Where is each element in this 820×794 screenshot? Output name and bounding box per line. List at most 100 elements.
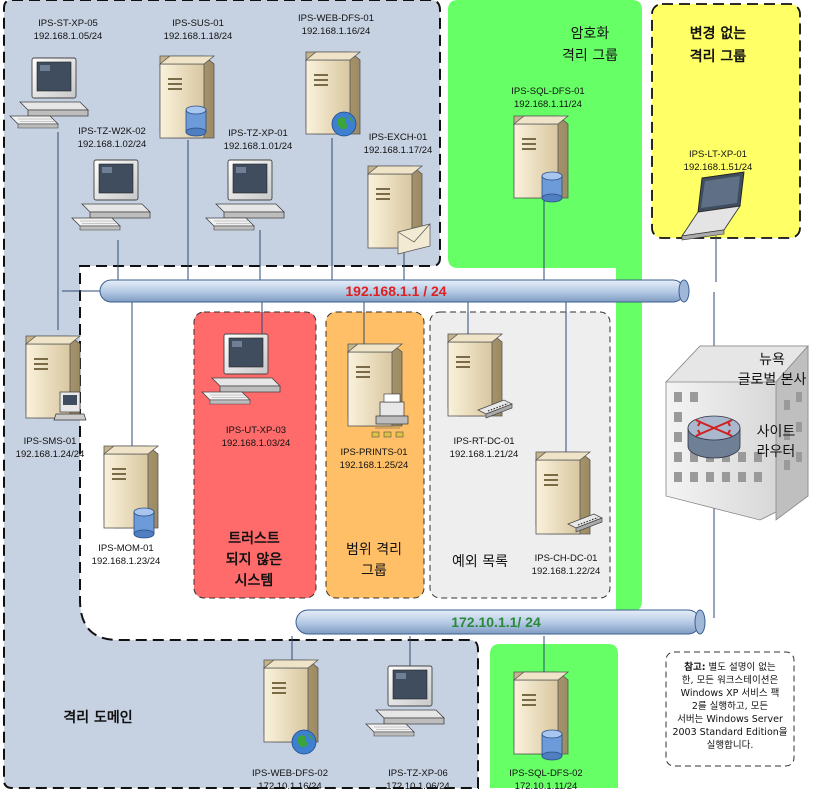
untrusted-zone-line2: 되지 않은: [226, 551, 283, 568]
zone-label-untrusted: 트러스트 되지 않은 시스템: [226, 531, 283, 589]
note-line1: 참고: 별도 설명이 없는: [684, 661, 776, 673]
main-network-bus: 192.168.1.1 / 24: [99, 279, 690, 303]
host-ip: 172.10.1.16/24: [258, 781, 321, 792]
server-icon: [263, 659, 319, 743]
isolation-domain-label: 격리 도메인: [63, 709, 132, 726]
untrusted-zone-line1: 트러스트: [228, 531, 280, 547]
host-ip: 172.10.1.06/24: [386, 781, 449, 792]
router-line2: 라우터: [757, 444, 796, 460]
no-change-zone-line2: 격리 그룹: [690, 48, 747, 65]
host-ips-exch-01: IPS-EXCH-01 192.168.1.17/24: [364, 132, 433, 255]
network-node-icon: [371, 427, 404, 438]
host-ip: 192.168.1.17/24: [364, 145, 433, 156]
boundary-zone-line1: 범위 격리: [346, 542, 402, 558]
host-name: IPS-WEB-DFS-01: [298, 13, 374, 24]
encryption-group-zone: [448, 0, 642, 612]
encryption-zone-line2: 격리 그룹: [562, 48, 618, 64]
host-ips-ch-dc-01: IPS-CH-DC-01 192.168.1.22/24: [532, 451, 603, 577]
host-ip: 192.168.1.23/24: [92, 556, 161, 567]
host-ips-prints-01: IPS-PRINTS-01 192.168.1.25/24: [340, 343, 409, 471]
globe-icon: [291, 729, 317, 755]
zone-label-boundary: 범위 격리 그룹: [346, 542, 402, 579]
host-ips-web-dfs-02: IPS-WEB-DFS-02 172.10.1.16/24: [252, 659, 328, 792]
zone-label-no-change: 변경 없는 격리 그룹: [690, 25, 747, 65]
secondary-network-bus: 172.10.1.1/ 24: [295, 609, 706, 635]
host-ip: 192.168.1.11/24: [514, 99, 582, 110]
globe-icon: [331, 111, 357, 137]
host-ip: 192.168.1.18/24: [164, 31, 233, 42]
main-bus-label: 192.168.1.1 / 24: [345, 283, 446, 299]
host-ips-st-xp-05: IPS-ST-XP-05 192.168.1.05/24: [9, 18, 103, 129]
no-change-group-zone: [651, 3, 801, 239]
host-name: IPS-SMS-01: [24, 436, 77, 447]
database-icon: [185, 105, 207, 137]
host-ip: 192.168.1.24/24: [16, 449, 85, 460]
host-name: IPS-SQL-DFS-01: [511, 86, 584, 97]
host-ips-sql-dfs-01: IPS-SQL-DFS-01 192.168.1.11/24: [511, 86, 585, 203]
printer-icon: [53, 391, 87, 421]
host-ip: 172.10.1.11/24: [515, 781, 578, 792]
database-icon: [133, 507, 155, 539]
host-ips-rt-dc-01: IPS-RT-DC-01 192.168.1.21/24: [447, 333, 519, 460]
host-name: IPS-PRINTS-01: [340, 447, 407, 458]
secondary-bus-label: 172.10.1.1/ 24: [451, 614, 541, 630]
note-line2: 한, 모든 워크스테이션은: [682, 675, 779, 686]
boundary-zone-line2: 그룹: [361, 563, 387, 579]
laptop-icon: [681, 171, 745, 241]
host-ip: 192.168.1.02/24: [78, 139, 147, 150]
note-box: [665, 651, 795, 767]
router-icon: [687, 415, 741, 459]
host-ips-tz-xp-01: IPS-TZ-XP-01 192.168.1.01/24: [205, 128, 293, 231]
no-change-zone-line1: 변경 없는: [690, 25, 747, 42]
host-name: IPS-RT-DC-01: [453, 436, 514, 447]
host-ip: 192.168.1.51/24: [684, 162, 753, 173]
zone-label-encryption: 암호화 격리 그룹: [562, 26, 618, 64]
host-ip: 192.168.1.25/24: [340, 460, 409, 471]
host-name: IPS-UT-XP-03: [226, 425, 286, 436]
host-ip: 192.168.1.21/24: [450, 449, 519, 460]
host-ips-web-dfs-01: IPS-WEB-DFS-01 192.168.1.16/24: [298, 13, 374, 137]
host-name: IPS-SQL-DFS-02: [509, 768, 582, 779]
host-name: IPS-TZ-W2K-02: [78, 126, 146, 137]
zone-label-hq: 뉴욕 글로벌 본사 사이트 라우터: [738, 352, 807, 460]
note-line5: 서버는 Windows Server: [677, 714, 783, 725]
router-line1: 사이트: [757, 424, 796, 440]
host-ips-mom-01: IPS-MOM-01 192.168.1.23/24: [92, 445, 161, 567]
exemption-zone-label: 예외 목록: [452, 554, 508, 570]
hq-line1: 뉴욕: [759, 352, 785, 368]
host-ips-tz-xp-06: IPS-TZ-XP-06 172.10.1.06/24: [365, 665, 450, 792]
host-name: IPS-ST-XP-05: [38, 18, 98, 29]
hq-line2: 글로벌 본사: [738, 372, 807, 388]
database-icon: [541, 171, 563, 203]
host-name: IPS-WEB-DFS-02: [252, 768, 328, 779]
host-ip: 192.168.1.22/24: [532, 566, 601, 577]
note: 참고: 별도 설명이 없는 한, 모든 워크스테이션은 Windows XP 서…: [672, 661, 787, 751]
host-name: IPS-SUS-01: [172, 18, 224, 29]
note-line7: 실행합니다.: [707, 739, 754, 751]
note-line6: 2003 Standard Edition을: [672, 727, 787, 738]
printer-icon: [375, 393, 409, 425]
host-ips-sus-01: IPS-SUS-01 192.168.1.18/24: [159, 18, 233, 139]
connections: [57, 132, 717, 680]
encryption-zone-line1: 암호화: [571, 26, 610, 42]
host-name: IPS-CH-DC-01: [535, 553, 598, 564]
database-icon: [541, 729, 563, 761]
note-line4: 2를 실행하고, 모든: [692, 700, 769, 712]
host-ip: 192.168.1.05/24: [34, 31, 103, 42]
host-ips-sms-01: IPS-SMS-01 192.168.1.24/24: [16, 335, 87, 460]
host-ips-tz-w2k-02: IPS-TZ-W2K-02 192.168.1.02/24: [71, 126, 151, 231]
host-ips-lt-xp-01: IPS-LT-XP-01 192.168.1.51/24: [681, 149, 753, 241]
host-ips-ut-xp-03: IPS-UT-XP-03 192.168.1.03/24: [201, 333, 291, 449]
note-line3: Windows XP 서비스 팩: [681, 688, 780, 699]
host-name: IPS-TZ-XP-06: [388, 768, 448, 779]
host-ip: 192.168.1.01/24: [224, 141, 293, 152]
mail-icon: [397, 223, 431, 255]
host-name: IPS-LT-XP-01: [689, 149, 747, 160]
host-name: IPS-MOM-01: [98, 543, 153, 554]
untrusted-zone-line3: 시스템: [235, 572, 274, 589]
host-ip: 192.168.1.16/24: [302, 26, 371, 37]
host-ips-sql-dfs-02: IPS-SQL-DFS-02 172.10.1.11/24: [509, 671, 583, 792]
host-ip: 192.168.1.03/24: [222, 438, 291, 449]
host-name: IPS-TZ-XP-01: [228, 128, 288, 139]
